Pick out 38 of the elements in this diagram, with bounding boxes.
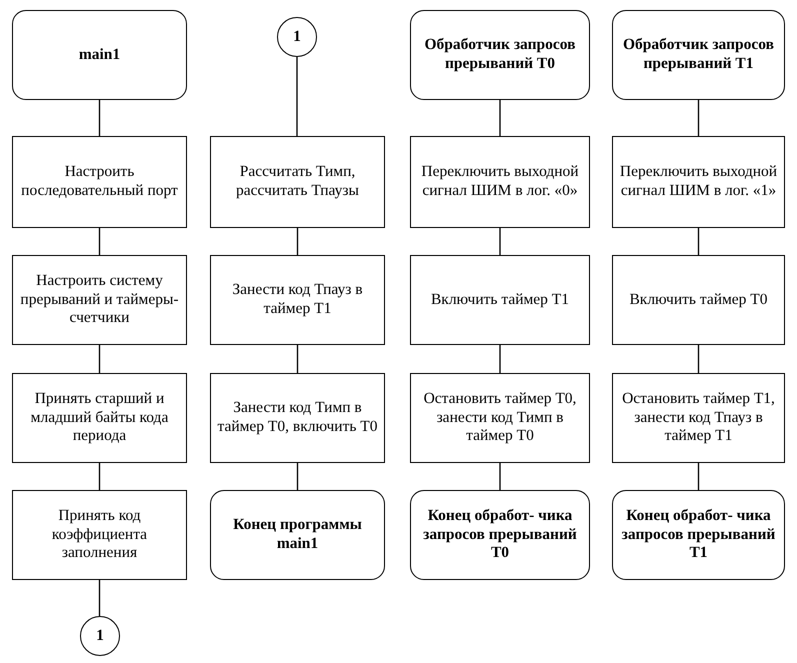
process-box: Занести код Тпауз в таймер Т1 [210, 255, 385, 345]
terminator-box: Обработчик запросов прерываний Т1 [612, 10, 785, 100]
process-box: Настроить последовательный порт [12, 136, 187, 228]
terminator-box: Конец обработ- чика запросов прерываний Т1 [612, 490, 785, 580]
connector-line [499, 228, 501, 255]
connector-line [698, 345, 700, 373]
process-box: Занести код Тимп в таймер Т0, включить Т0 [210, 373, 385, 463]
connector-line [296, 57, 298, 136]
connector-line [98, 580, 100, 616]
connector-line [698, 463, 700, 490]
connector-line [698, 100, 700, 136]
connector-line [296, 463, 298, 490]
connector-line [499, 100, 501, 136]
process-box: Включить таймер Т0 [612, 255, 785, 345]
process-box: Принять код коэффициента заполнения [12, 490, 187, 580]
terminator-box: Обработчик запросов прерываний Т0 [410, 10, 590, 100]
process-box: Настроить систему прерываний и таймеры-счетчики [12, 255, 187, 345]
connector-line [296, 345, 298, 373]
connector-line [98, 228, 100, 255]
process-box: Переключить выходной сигнал ШИМ в лог. «0» [410, 136, 590, 228]
connector-line [98, 100, 100, 136]
process-box: Переключить выходной сигнал ШИМ в лог. «1» [612, 136, 785, 228]
connector-line [98, 463, 100, 490]
process-box: Остановить таймер Т1, занести код Тпауз в таймер Т1 [612, 373, 785, 463]
connector-line [698, 228, 700, 255]
connector-line [499, 463, 501, 490]
connector-line [296, 228, 298, 255]
connector-line [98, 345, 100, 373]
connector-circle: 1 [80, 616, 120, 656]
terminator-box: main1 [12, 10, 187, 100]
terminator-box: Конец обработ- чика запросов прерываний Т0 [410, 490, 590, 580]
process-box: Рассчитать Тимп, рассчитать Тпаузы [210, 136, 385, 228]
connector-line [499, 345, 501, 373]
process-box: Включить таймер Т1 [410, 255, 590, 345]
process-box: Остановить таймер Т0, занести код Тимп в таймер Т0 [410, 373, 590, 463]
terminator-box: Конец программы main1 [210, 490, 385, 580]
process-box: Принять старший и младший байты кода периода [12, 373, 187, 463]
connector-circle: 1 [277, 17, 317, 57]
